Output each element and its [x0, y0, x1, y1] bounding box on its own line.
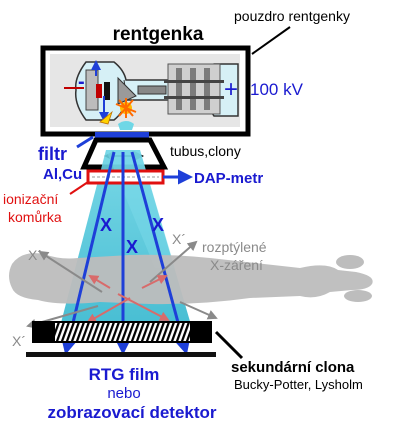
- or-label: nebo: [107, 385, 140, 402]
- xray-symbol-center: X: [126, 237, 138, 257]
- grid-leader-line: [214, 330, 244, 360]
- filter-material: Al,Cu: [43, 166, 82, 183]
- tube-title: rentgenka: [113, 24, 204, 45]
- voltage-label: 100 kV: [250, 80, 304, 99]
- primary-ray-right: [130, 151, 191, 355]
- filter-plate: [95, 132, 149, 138]
- primary-ray-left: [61, 151, 116, 355]
- film-plate: [26, 352, 216, 357]
- scattered-label-line1: rozptýlené: [202, 239, 267, 255]
- scattered-label-line2: X-záření: [210, 257, 263, 273]
- ion-chamber-leader-line: [69, 181, 89, 195]
- collimator-label: tubus,clony: [170, 143, 241, 159]
- dap-meter-label: DAP-metr: [194, 170, 263, 187]
- ion-chamber-label-line2: komůrka: [8, 209, 62, 225]
- anti-scatter-grid: [32, 321, 212, 343]
- ion-chamber-label-line1: ionizační: [3, 191, 58, 207]
- anode-plus-sign: +: [224, 76, 238, 103]
- film-label: RTG film: [89, 365, 160, 384]
- filter-title: filtr: [38, 144, 67, 164]
- xray-symbol-right: X: [152, 215, 164, 235]
- scatter-symbol-bottom: X´: [12, 333, 26, 349]
- cathode-minus-sign: -: [78, 71, 85, 93]
- exit-window: [118, 121, 134, 130]
- housing-label: pouzdro rentgenky: [234, 8, 350, 24]
- xray-symbol-left: X: [100, 215, 112, 235]
- patient-body: [9, 253, 373, 305]
- scatter-symbol-right: X´: [172, 231, 186, 247]
- xray-tube-icon: [50, 54, 240, 127]
- detector-label: zobrazovací detektor: [47, 403, 216, 422]
- housing-leader-line: [251, 26, 291, 55]
- grid-title: sekundární clona: [231, 359, 355, 376]
- scatter-symbol-left: X´: [28, 247, 42, 263]
- filter-leader-line: [76, 135, 94, 149]
- grid-subtitle: Bucky-Potter, Lysholm: [234, 377, 363, 392]
